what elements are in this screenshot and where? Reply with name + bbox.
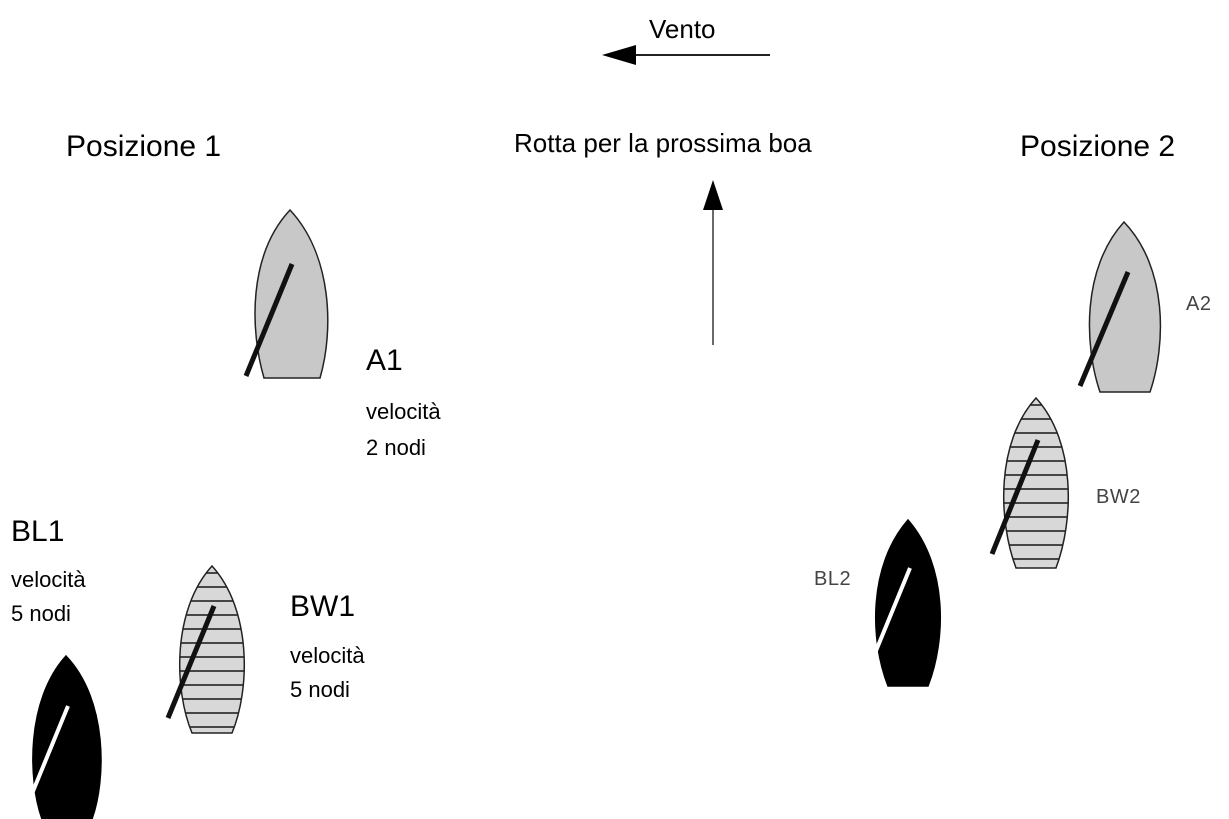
boat-a1-speed-label: velocità — [366, 399, 441, 424]
boat-bw2 — [989, 396, 1070, 569]
boat-a1 — [243, 208, 329, 379]
position-2-title: Posizione 2 — [1020, 130, 1176, 163]
boat-bl2 — [862, 518, 942, 687]
boat-bw1-speed-label: velocità — [290, 643, 365, 668]
wind-label: Vento — [649, 14, 716, 44]
boat-bw1-name: BW1 — [290, 590, 356, 623]
boat-bl1 — [20, 654, 102, 819]
boat-bl1-speed-value: 5 nodi — [11, 601, 71, 626]
course-label: Rotta per la prossima boa — [514, 128, 812, 158]
boat-bw2-name: BW2 — [1096, 486, 1141, 508]
position-1-title: Posizione 1 — [66, 130, 222, 163]
boat-bl2-name: BL2 — [814, 568, 852, 590]
boat-a2 — [1077, 220, 1162, 393]
boat-bl1-speed-label: velocità — [11, 567, 86, 592]
boat-a2-name: A2 — [1186, 293, 1212, 315]
boat-bw1 — [165, 564, 246, 734]
wind-arrow-left-icon — [602, 45, 770, 65]
course-arrow-up-icon — [703, 180, 723, 345]
boat-bl1-name: BL1 — [11, 515, 65, 548]
boat-a1-speed-value: 2 nodi — [366, 435, 426, 460]
boat-a1-name: A1 — [366, 344, 403, 377]
boat-bw1-speed-value: 5 nodi — [290, 677, 350, 702]
